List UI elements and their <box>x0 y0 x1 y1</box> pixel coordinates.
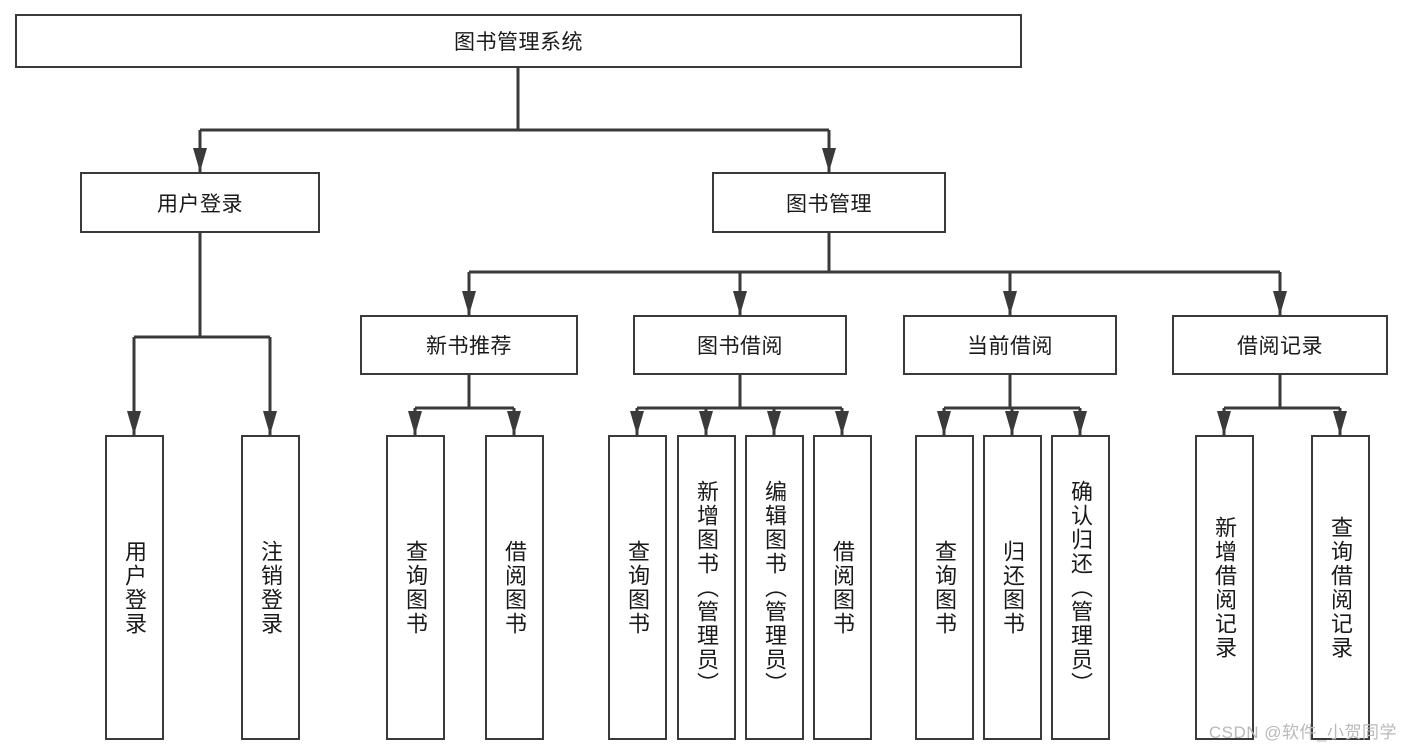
node-label: 图书管理系统 <box>454 31 583 54</box>
node-label: 当前借阅 <box>967 335 1053 358</box>
node-leaf-logout[interactable]: 注销登录 <box>241 435 300 740</box>
node-label: 借阅图书 <box>502 539 528 636</box>
arrowhead-icon <box>127 411 141 435</box>
node-leaf-query-book-2[interactable]: 查询图书 <box>608 435 667 740</box>
arrowhead-icon <box>822 148 836 172</box>
node-book-manage[interactable]: 图书管理 <box>712 172 946 233</box>
node-label: 编辑图书（管理员） <box>762 479 788 696</box>
node-label: 新增借阅记录 <box>1212 515 1238 660</box>
node-leaf-confirm-return[interactable]: 确认归还（管理员） <box>1051 435 1110 740</box>
node-leaf-add-record[interactable]: 新增借阅记录 <box>1195 435 1254 740</box>
node-leaf-query-book-3[interactable]: 查询图书 <box>915 435 974 740</box>
node-borrow-record[interactable]: 借阅记录 <box>1172 315 1388 375</box>
node-leaf-return-book[interactable]: 归还图书 <box>983 435 1042 740</box>
arrowhead-icon <box>408 411 422 435</box>
arrowhead-icon <box>263 411 277 435</box>
node-book-borrow[interactable]: 图书借阅 <box>633 315 847 375</box>
arrowhead-icon <box>630 411 644 435</box>
node-label: 查询图书 <box>932 539 958 636</box>
node-leaf-borrow-book-1[interactable]: 借阅图书 <box>485 435 544 740</box>
arrowhead-icon <box>1003 291 1017 315</box>
node-label: 查询图书 <box>403 539 429 636</box>
node-label: 用户登录 <box>122 539 148 636</box>
node-user-login[interactable]: 用户登录 <box>80 172 320 233</box>
arrowhead-icon <box>1073 411 1087 435</box>
arrowhead-icon <box>1333 411 1347 435</box>
node-current-borrow[interactable]: 当前借阅 <box>903 315 1117 375</box>
node-leaf-borrow-book-2[interactable]: 借阅图书 <box>813 435 872 740</box>
arrowhead-icon <box>937 411 951 435</box>
node-label: 新增图书（管理员） <box>694 479 720 696</box>
node-label: 图书管理 <box>786 192 872 216</box>
node-label: 新书推荐 <box>426 335 512 358</box>
node-leaf-edit-book[interactable]: 编辑图书（管理员） <box>745 435 804 740</box>
node-label: 注销登录 <box>258 539 284 636</box>
arrowhead-icon <box>507 411 521 435</box>
node-leaf-add-book[interactable]: 新增图书（管理员） <box>677 435 736 740</box>
node-label: 借阅记录 <box>1237 335 1323 358</box>
arrowhead-icon <box>835 411 849 435</box>
arrowhead-icon <box>1273 291 1287 315</box>
arrowhead-icon <box>699 411 713 435</box>
node-label: 查询图书 <box>625 539 651 636</box>
node-label: 图书借阅 <box>697 335 783 358</box>
arrowhead-icon <box>1217 411 1231 435</box>
arrowhead-icon <box>767 411 781 435</box>
node-leaf-user-login[interactable]: 用户登录 <box>105 435 164 740</box>
node-label: 确认归还（管理员） <box>1068 479 1094 696</box>
node-root[interactable]: 图书管理系统 <box>15 14 1022 68</box>
node-leaf-query-record[interactable]: 查询借阅记录 <box>1311 435 1370 740</box>
arrowhead-icon <box>462 291 476 315</box>
arrowhead-icon <box>1005 411 1019 435</box>
node-leaf-query-book-1[interactable]: 查询图书 <box>386 435 445 740</box>
arrowhead-icon <box>193 148 207 172</box>
arrowhead-icon <box>733 291 747 315</box>
node-label: 用户登录 <box>157 192 243 216</box>
node-label: 归还图书 <box>1000 539 1026 636</box>
node-label: 借阅图书 <box>830 539 856 636</box>
node-new-book-rec[interactable]: 新书推荐 <box>360 315 578 375</box>
node-label: 查询借阅记录 <box>1328 515 1354 660</box>
